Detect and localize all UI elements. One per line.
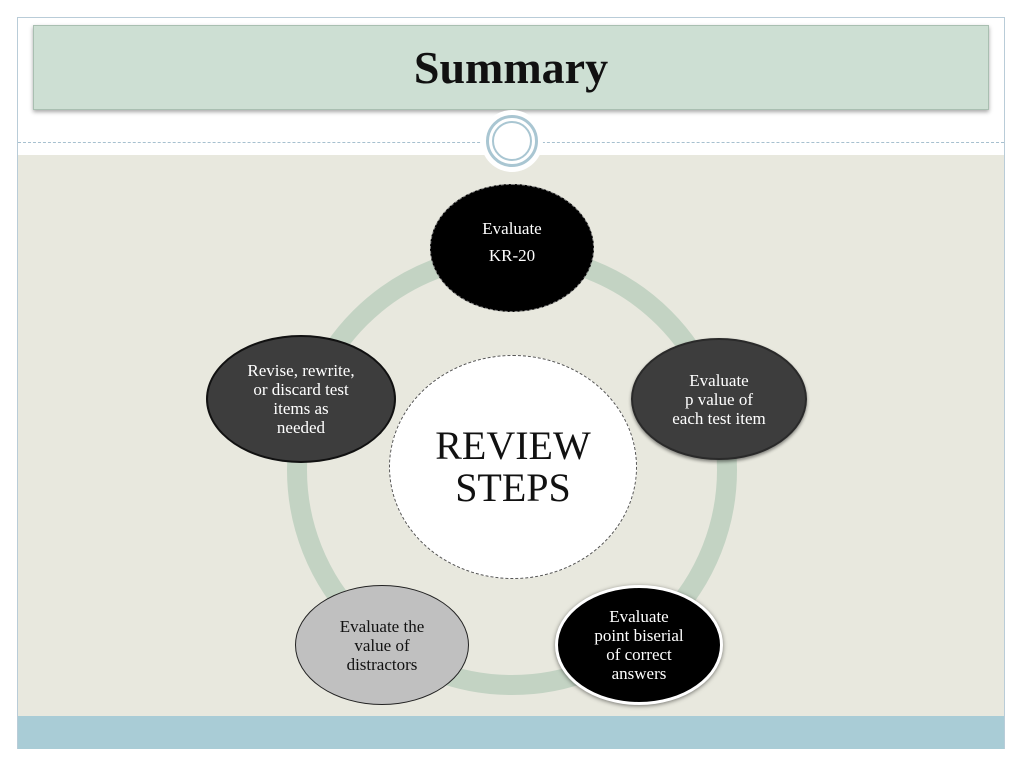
step-label: Evaluate p value of each test item [672,370,766,428]
center-circle: REVIEW STEPS [389,355,637,579]
step-revise-items: Revise, rewrite, or discard test items a… [206,335,396,463]
step-evaluate-point-biserial: Evaluate point biserial of correct answe… [555,585,723,705]
slide-title: Summary [413,42,609,93]
step-label: Revise, rewrite, or discard test items a… [247,361,355,437]
bottom-band [18,716,1004,749]
step-label: Evaluate point biserial of correct answe… [594,607,684,683]
step-evaluate-kr20: Evaluate KR-20 [430,184,594,312]
step-evaluate-p-value: Evaluate p value of each test item [631,338,807,460]
center-label: REVIEW STEPS [435,423,591,510]
step-label: Evaluate the value of distractors [339,616,425,674]
ornament-inner-ring [492,121,532,161]
step-evaluate-distractors: Evaluate the value of distractors [295,585,469,705]
title-bar: Summary [33,25,989,110]
step-label: Evaluate KR-20 [482,219,542,265]
